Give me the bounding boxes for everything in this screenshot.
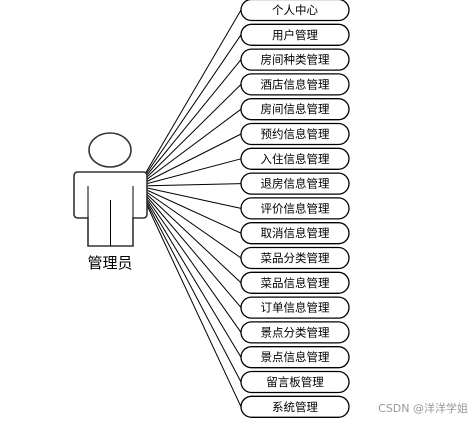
use-case-pill: [240, 296, 350, 319]
use-case-item: 房间种类管理: [240, 48, 350, 71]
use-case-label: 菜品信息管理: [261, 276, 330, 290]
use-case-pill: [240, 395, 350, 418]
association-line: [137, 185, 242, 209]
use-case-item: 预约信息管理: [240, 122, 350, 146]
use-case-item: 订单信息管理: [240, 296, 350, 319]
use-case-item: 菜品分类管理: [240, 246, 350, 270]
use-case-label: 退房信息管理: [261, 177, 330, 191]
use-case-pill: [240, 197, 350, 220]
use-case-pill: [240, 271, 350, 294]
association-line: [137, 9, 242, 187]
use-case-label: 房间信息管理: [261, 102, 330, 116]
association-lines: [137, 9, 242, 408]
use-case-item: 留言板管理: [240, 370, 350, 394]
use-case-pill: [240, 73, 350, 96]
association-line: [137, 158, 242, 187]
use-case-label: 个人中心: [272, 3, 318, 17]
use-case-item: 取消信息管理: [240, 222, 350, 245]
use-case-label: 预约信息管理: [261, 127, 330, 141]
association-line: [137, 185, 242, 259]
use-case-item: 菜品信息管理: [240, 271, 350, 294]
actor-admin: 管理员: [73, 132, 148, 272]
association-line: [137, 185, 242, 333]
association-line: [137, 185, 242, 383]
association-line: [137, 185, 242, 234]
use-case-item: 房间信息管理: [240, 98, 350, 121]
use-case-item: 酒店信息管理: [240, 73, 350, 96]
use-case-label: 留言板管理: [266, 375, 324, 389]
use-case-label: 菜品分类管理: [261, 251, 330, 265]
association-line: [137, 59, 242, 187]
association-line: [137, 185, 242, 284]
use-case-pill: [240, 321, 350, 344]
watermark: CSDN @洋洋学姐: [378, 401, 468, 415]
use-case-label: 景点信息管理: [261, 350, 330, 364]
use-case-pill: [240, 346, 350, 369]
use-case-pill: [240, 370, 350, 394]
association-line: [137, 185, 242, 308]
association-line: [137, 133, 242, 187]
use-case-label: 系统管理: [272, 400, 318, 414]
use-case-pill: [240, 98, 350, 121]
use-case-item: 个人中心: [240, 0, 350, 22]
association-line: [137, 183, 242, 187]
use-case-pill: [240, 48, 350, 71]
association-line: [137, 84, 242, 187]
use-case-label: 酒店信息管理: [261, 77, 330, 91]
actor-head: [88, 132, 132, 168]
association-line: [137, 185, 242, 408]
use-case-item: 退房信息管理: [240, 172, 350, 195]
use-case-item: 系统管理: [240, 395, 350, 418]
use-case-pill: [240, 172, 350, 195]
use-case-pill: [240, 147, 350, 170]
use-case-label: 入住信息管理: [261, 152, 330, 166]
use-case-pill: [240, 23, 350, 46]
use-case-item: 评价信息管理: [240, 197, 350, 220]
use-case-pill: [240, 222, 350, 245]
use-case-label: 评价信息管理: [261, 201, 330, 215]
use-case-pill: [240, 0, 350, 22]
use-case-label: 用户管理: [272, 28, 318, 42]
use-case-item: 用户管理: [240, 23, 350, 46]
use-case-label: 取消信息管理: [261, 226, 330, 240]
use-case-item: 景点分类管理: [240, 321, 350, 344]
use-case-label: 订单信息管理: [261, 301, 330, 315]
use-case-label: 房间种类管理: [261, 53, 330, 67]
use-case-pill: [240, 122, 350, 146]
use-case-label: 景点分类管理: [261, 325, 330, 339]
actor-label: 管理员: [87, 254, 132, 272]
association-line: [137, 185, 242, 358]
use-case-item: 入住信息管理: [240, 147, 350, 170]
use-case-pill: [240, 246, 350, 270]
use-case-list: 个人中心用户管理房间种类管理酒店信息管理房间信息管理预约信息管理入住信息管理退房…: [240, 0, 350, 418]
association-line: [137, 108, 242, 187]
use-case-item: 景点信息管理: [240, 346, 350, 369]
association-line: [137, 34, 242, 187]
